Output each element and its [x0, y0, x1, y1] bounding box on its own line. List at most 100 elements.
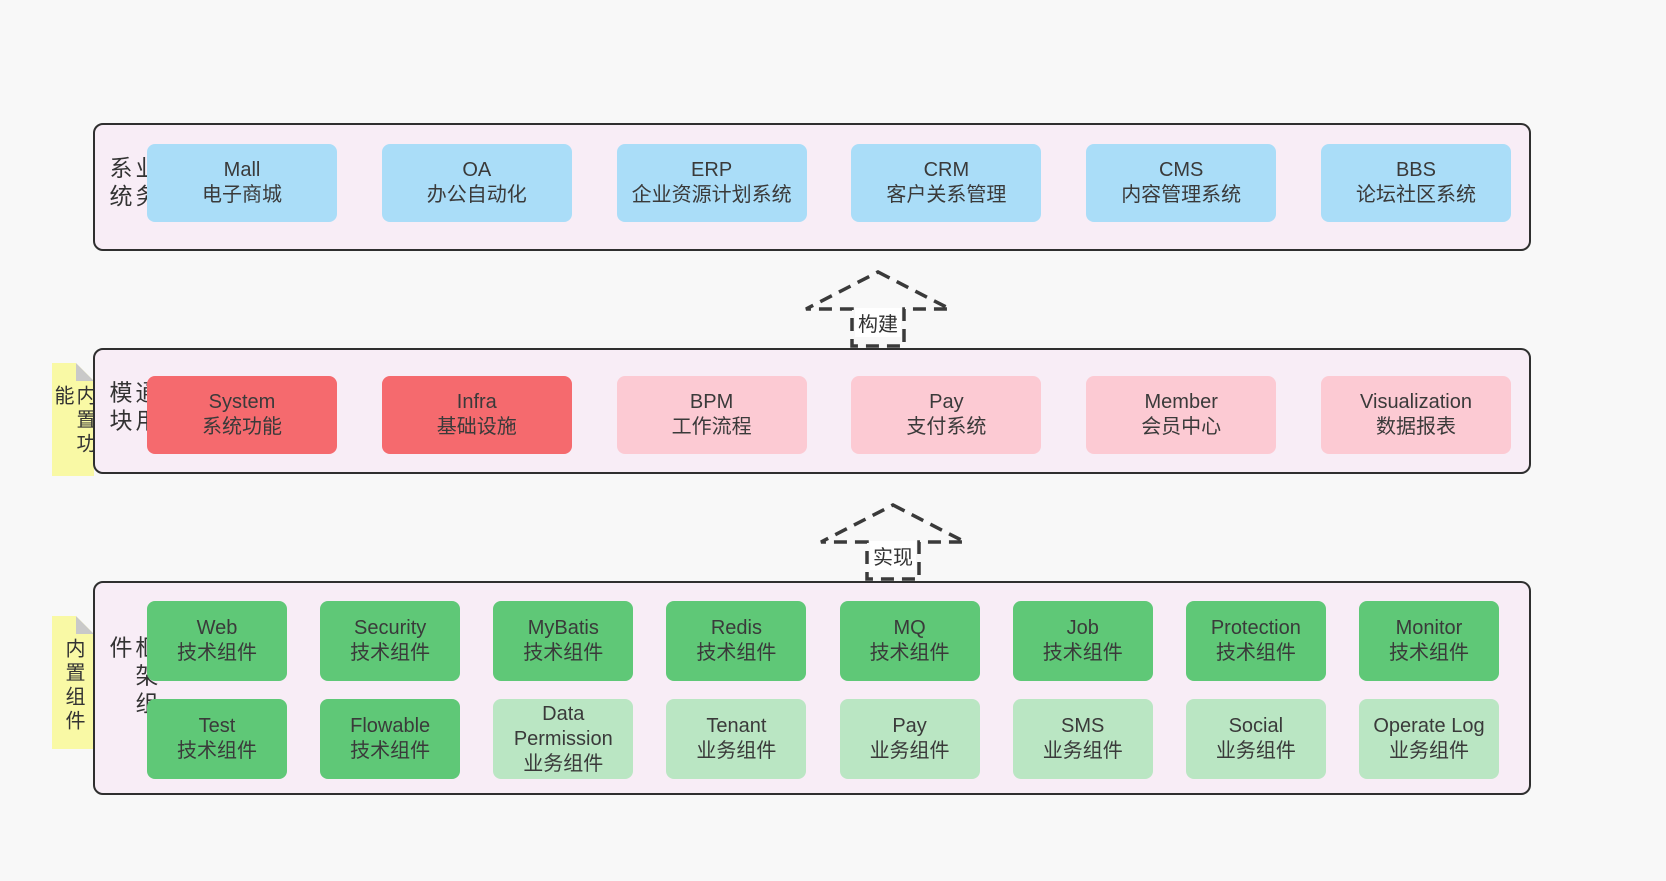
- node-title: Pay: [929, 391, 964, 413]
- node-security: Security 技术组件: [320, 601, 461, 681]
- node-title: Visualization: [1360, 391, 1472, 413]
- node-subtitle: 办公自动化: [426, 184, 527, 206]
- node-title: Mall: [223, 159, 261, 181]
- node-title: Data Permission: [513, 702, 613, 750]
- node-crm: CRM 客户关系管理: [851, 144, 1042, 222]
- node-sms: SMS 业务组件: [1012, 699, 1153, 779]
- node-title: Security: [354, 617, 427, 639]
- node-title: Job: [1066, 617, 1099, 639]
- node-subtitle: 数据报表: [1375, 416, 1456, 438]
- node-title: Flowable: [350, 715, 431, 737]
- node-title: ERP: [691, 159, 733, 181]
- node-redis: Redis 技术组件: [666, 601, 807, 681]
- node-title: MQ: [893, 617, 926, 639]
- node-system: System 系统功能: [147, 376, 337, 454]
- sticky-note-label: 内置功能: [51, 385, 95, 457]
- node-subtitle: 技术组件: [1042, 642, 1123, 664]
- node-title: BPM: [689, 391, 734, 413]
- sticky-note-builtin-features: 内置功能: [52, 363, 94, 476]
- node-tenant: Tenant 业务组件: [666, 699, 807, 779]
- node-title: SMS: [1061, 715, 1105, 737]
- node-subtitle: 内容管理系统: [1121, 184, 1242, 206]
- node-bbs: BBS 论坛社区系统: [1320, 144, 1511, 222]
- node-subtitle: 企业资源计划系统: [631, 184, 792, 206]
- business-box-row: Mall 电子商城 OA 办公自动化 ERP 企业资源计划系统 CRM 客户关系管理 CMS 内容…: [147, 144, 1511, 222]
- node-monitor: Monitor 技术组件: [1358, 601, 1499, 681]
- node-subtitle: 基础设施: [436, 416, 517, 438]
- node-title: OA: [462, 159, 492, 181]
- node-subtitle: 支付系统: [906, 416, 987, 438]
- node-pay: Pay 业务组件: [839, 699, 980, 779]
- node-mybatis: MyBatis 技术组件: [493, 601, 634, 681]
- node-subtitle: 论坛社区系统: [1355, 184, 1476, 206]
- node-subtitle: 技术组件: [1388, 642, 1469, 664]
- node-subtitle: 技术组件: [177, 740, 257, 762]
- node-operate-log: Operate Log 业务组件: [1358, 699, 1499, 779]
- node-oa: OA 办公自动化: [381, 144, 572, 222]
- node-title: CRM: [923, 159, 970, 181]
- node-title: Social: [1228, 715, 1284, 737]
- node-pay: Pay 支付系统: [851, 376, 1042, 454]
- node-subtitle: 系统功能: [202, 416, 282, 438]
- implement-arrow-label: 实现: [870, 541, 916, 570]
- node-title: System: [208, 391, 276, 413]
- node-cms: CMS 内容管理系统: [1086, 144, 1277, 222]
- node-visualization: Visualization 数据报表: [1320, 376, 1511, 454]
- build-arrow: 构建: [798, 268, 958, 348]
- node-title: Protection: [1210, 617, 1301, 639]
- node-title: Pay: [892, 715, 927, 737]
- node-title: Redis: [710, 617, 762, 639]
- up-arrow-icon: [805, 270, 951, 348]
- implement-arrow: 实现: [813, 501, 973, 581]
- node-subtitle: 业务组件: [1042, 740, 1123, 762]
- build-arrow-label: 构建: [855, 308, 901, 337]
- node-subtitle: 业务组件: [1215, 740, 1296, 762]
- node-protection: Protection 技术组件: [1185, 601, 1326, 681]
- node-subtitle: 业务组件: [869, 740, 950, 762]
- node-title: Member: [1144, 391, 1218, 413]
- node-subtitle: 客户关系管理: [886, 184, 1007, 206]
- up-arrow-icon: [820, 503, 966, 581]
- node-social: Social 业务组件: [1185, 699, 1326, 779]
- node-subtitle: 技术组件: [177, 642, 257, 664]
- sticky-note-builtin-components: 内置组件: [52, 616, 94, 749]
- node-subtitle: 技术组件: [523, 642, 604, 664]
- node-subtitle: 业务组件: [1388, 740, 1469, 762]
- node-erp: ERP 企业资源计划系统: [616, 144, 807, 222]
- node-subtitle: 技术组件: [696, 642, 777, 664]
- node-subtitle: 工作流程: [671, 416, 752, 438]
- node-title: Tenant: [706, 715, 767, 737]
- node-mall: Mall 电子商城: [147, 144, 337, 222]
- node-subtitle: 业务组件: [696, 740, 777, 762]
- node-title: Operate Log: [1373, 715, 1485, 737]
- sticky-note-label: 内置组件: [62, 638, 84, 734]
- node-subtitle: 技术组件: [350, 642, 431, 664]
- node-subtitle: 技术组件: [1215, 642, 1296, 664]
- node-title: Infra: [456, 391, 497, 413]
- node-bpm: BPM 工作流程: [616, 376, 807, 454]
- node-title: Web: [196, 617, 238, 639]
- node-title: CMS: [1158, 159, 1204, 181]
- node-title: MyBatis: [527, 617, 599, 639]
- node-infra: Infra 基础设施: [381, 376, 572, 454]
- node-subtitle: 技术组件: [869, 642, 950, 664]
- node-title: BBS: [1395, 159, 1436, 181]
- node-web: Web 技术组件: [147, 601, 287, 681]
- folded-corner-icon: [76, 616, 94, 634]
- node-subtitle: 电子商城: [202, 184, 282, 206]
- node-job: Job 技术组件: [1012, 601, 1153, 681]
- node-subtitle: 业务组件: [523, 752, 604, 775]
- node-mq: MQ 技术组件: [839, 601, 980, 681]
- node-title: Monitor: [1395, 617, 1463, 639]
